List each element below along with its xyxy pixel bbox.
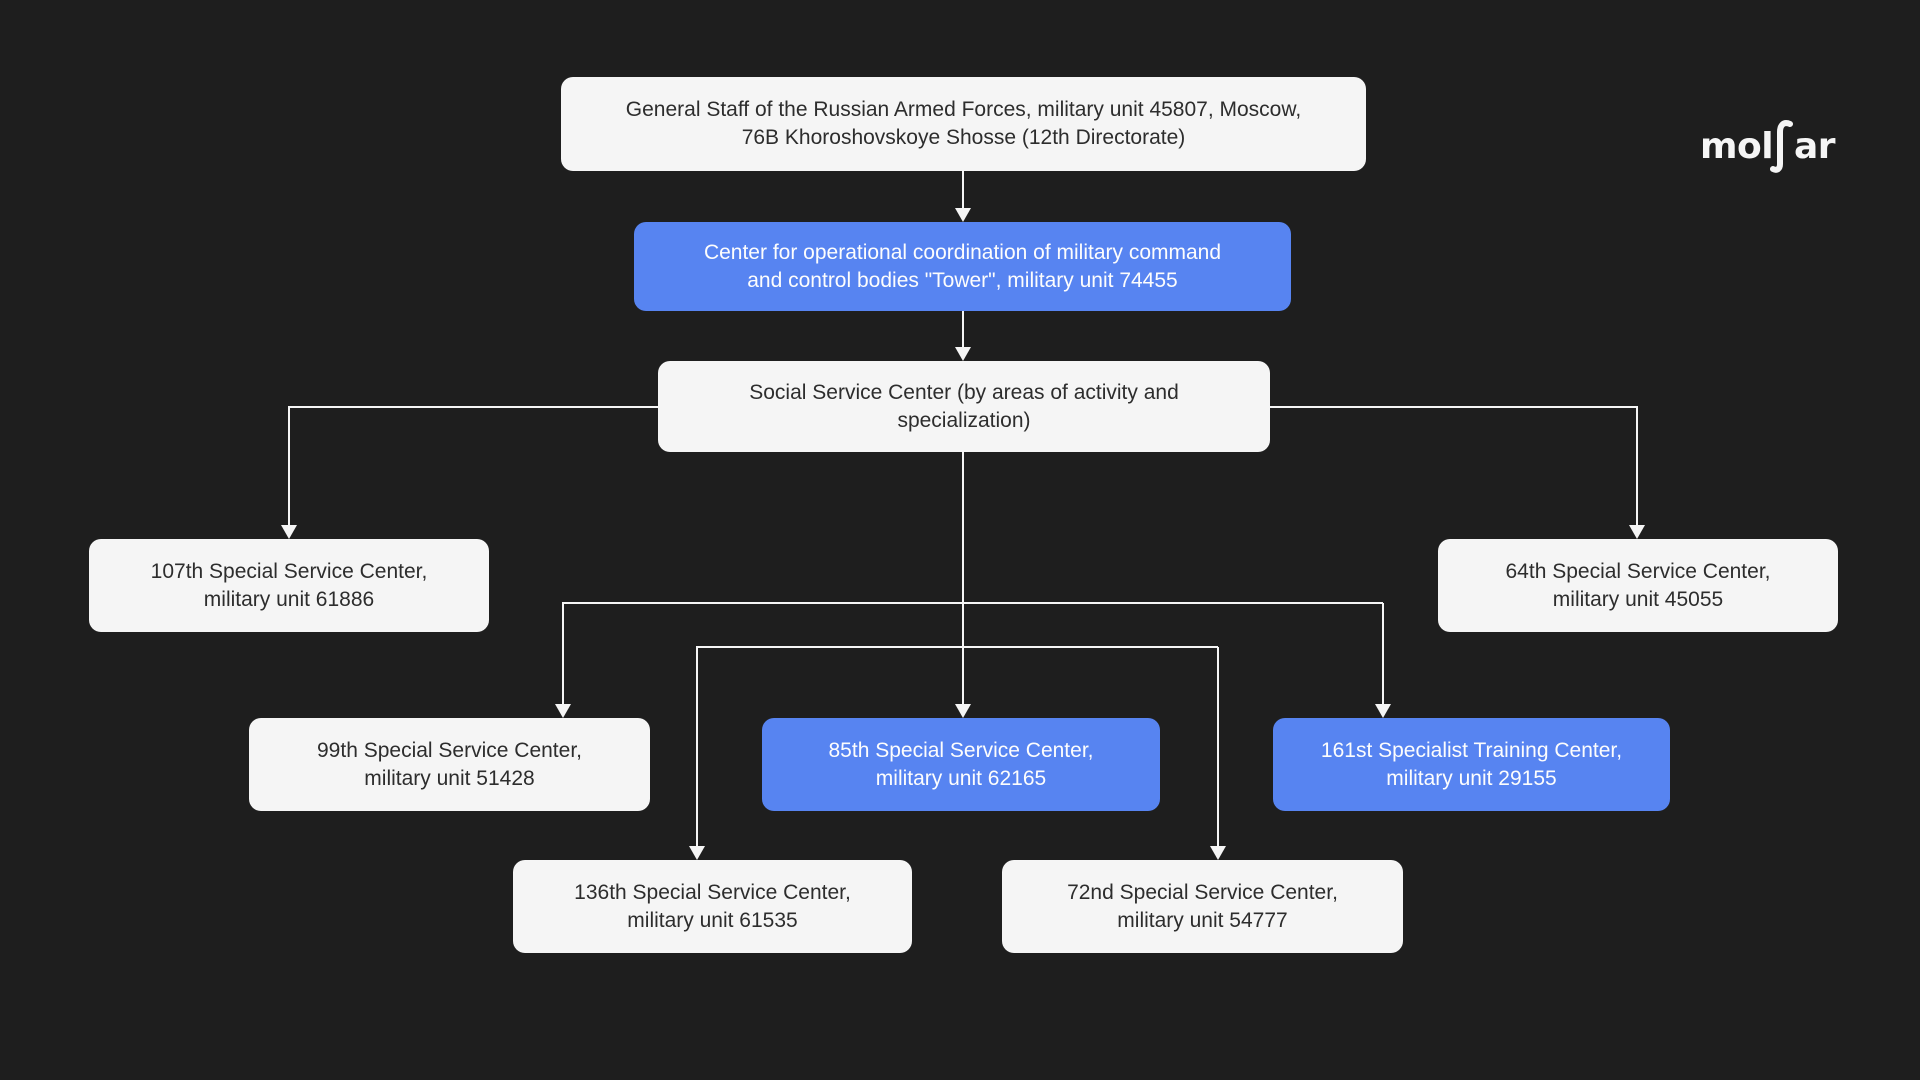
node-social-service-center-line2: specialization) — [897, 408, 1031, 432]
molfar-logo-text-mol: mol — [1700, 126, 1773, 167]
arrowhead-99 — [555, 704, 571, 718]
arrowhead-ssc — [955, 347, 971, 361]
node-136th-center-line1: 136th Special Service Center, — [574, 880, 851, 904]
node-tower-center-line2: and control bodies "Tower", military uni… — [747, 268, 1178, 292]
connector-ssc-136 — [696, 646, 1218, 846]
node-107th-center: 107th Special Service Center, military u… — [89, 539, 489, 632]
node-general-staff-line1: General Staff of the Russian Armed Force… — [625, 98, 1302, 121]
connector-ssc-64 — [1270, 406, 1638, 525]
node-social-service-center: Social Service Center (by areas of activ… — [658, 361, 1270, 452]
node-72nd-center-line2: military unit 54777 — [1117, 908, 1288, 932]
node-85th-center: 85th Special Service Center, military un… — [762, 718, 1160, 811]
node-107th-center-line1: 107th Special Service Center, — [150, 559, 428, 583]
arrowhead-107 — [281, 525, 297, 539]
node-general-staff: General Staff of the Russian Armed Force… — [561, 77, 1366, 171]
arrowhead-85 — [955, 704, 971, 718]
node-72nd-center-line1: 72nd Special Service Center, — [1067, 880, 1338, 904]
node-136th-center-line2: military unit 61535 — [627, 908, 798, 932]
node-85th-center-line2: military unit 62165 — [875, 766, 1047, 790]
arrowhead-161 — [1375, 704, 1391, 718]
node-64th-center-line2: military unit 45055 — [1552, 587, 1724, 611]
node-161st-center-line1: 161st Specialist Training Center, — [1320, 738, 1623, 762]
node-161st-center-line2: military unit 29155 — [1386, 766, 1557, 790]
arrowhead-tower — [955, 208, 971, 222]
connector-ssc-99 — [562, 602, 1383, 704]
node-136th-center: 136th Special Service Center, military u… — [513, 860, 912, 953]
molfar-logo-text-ar: ar — [1794, 126, 1836, 167]
node-64th-center-line1: 64th Special Service Center, — [1505, 559, 1771, 583]
node-161st-center: 161st Specialist Training Center, milita… — [1273, 718, 1670, 811]
node-107th-center-line2: military unit 61886 — [203, 587, 375, 611]
connector-ssc-107 — [288, 406, 658, 525]
arrowhead-136 — [689, 846, 705, 860]
node-99th-center-line2: military unit 51428 — [364, 766, 535, 790]
molfar-logo-f-glyph — [1770, 120, 1793, 173]
molfar-logo: mol ar — [1700, 116, 1840, 181]
node-64th-center: 64th Special Service Center, military un… — [1438, 539, 1838, 632]
node-85th-center-line1: 85th Special Service Center, — [828, 738, 1094, 762]
arrowhead-72 — [1210, 846, 1226, 860]
node-99th-center: 99th Special Service Center, military un… — [249, 718, 650, 811]
node-social-service-center-line1: Social Service Center (by areas of activ… — [749, 380, 1179, 404]
node-tower-center-line1: Center for operational coordination of m… — [703, 240, 1222, 264]
node-99th-center-line1: 99th Special Service Center, — [317, 738, 582, 762]
arrowhead-64 — [1629, 525, 1645, 539]
molfar-logo-icon: mol ar — [1700, 120, 1836, 173]
node-72nd-center: 72nd Special Service Center, military un… — [1002, 860, 1403, 953]
node-tower-center: Center for operational coordination of m… — [634, 222, 1291, 311]
node-general-staff-line2: 76B Khoroshovskoye Shosse (12th Director… — [741, 126, 1186, 149]
